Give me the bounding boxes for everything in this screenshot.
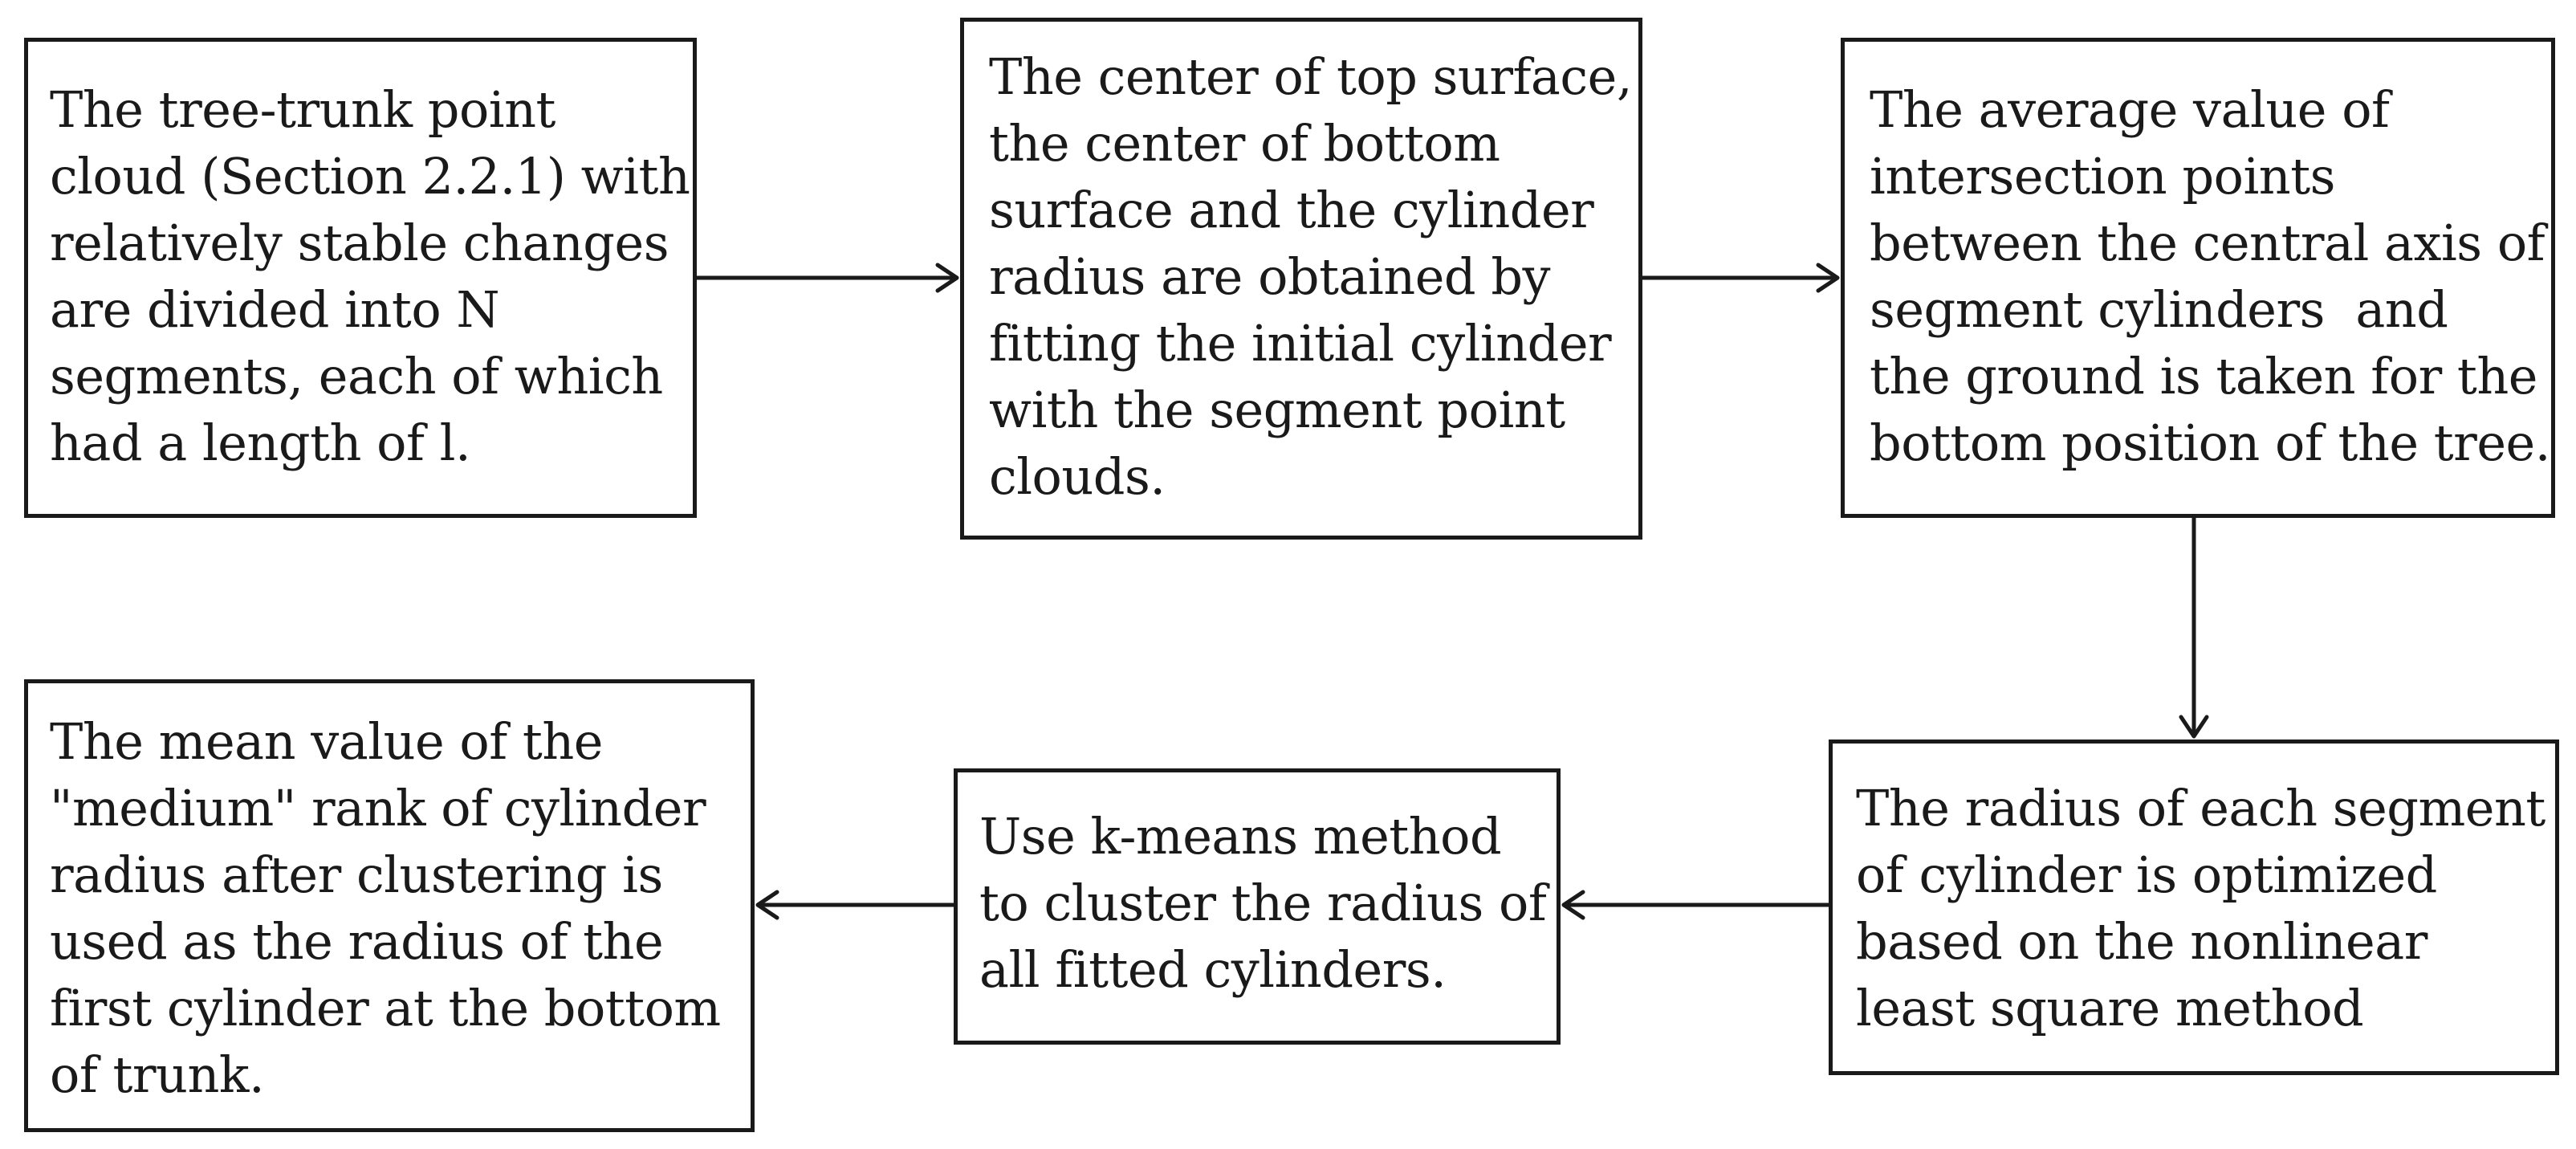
step-6-text: The mean value of the "medium" rank of c…: [50, 712, 721, 1104]
step-3-text: The average value of intersection points…: [1870, 80, 2550, 472]
step-4-text: The radius of each segment of cylinder i…: [1856, 779, 2545, 1037]
step-1-text: The tree-trunk point cloud (Section 2.2.…: [50, 80, 690, 472]
step-box-2: [960, 18, 1642, 540]
arrow-step4-to-step5: [1561, 890, 1831, 920]
step-box-5: [954, 768, 1561, 1045]
arrow-step2-to-step3: [1640, 263, 1840, 293]
arrow-step3-to-step4: [2179, 515, 2209, 739]
arrow-step1-to-step2: [694, 263, 959, 293]
step-box-4: [1829, 740, 2559, 1075]
step-box-6: [24, 679, 755, 1132]
step-5-text: Use k-means method to cluster the radius…: [979, 807, 1547, 999]
arrow-step5-to-step6: [755, 890, 956, 920]
step-2-text: The center of top surface, the center of…: [989, 47, 1633, 506]
step-box-1: [24, 38, 697, 518]
step-box-3: [1841, 38, 2555, 518]
